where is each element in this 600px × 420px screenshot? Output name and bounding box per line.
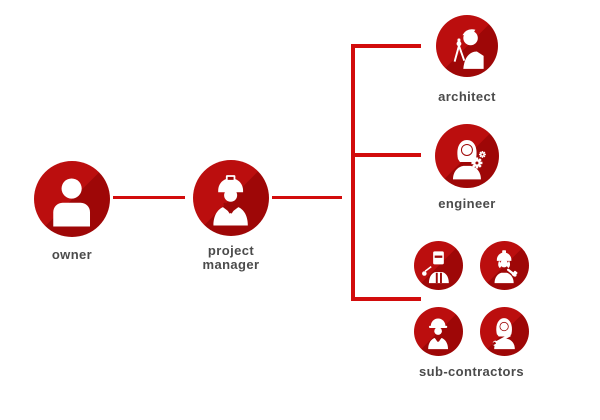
welder-icon [422, 251, 450, 284]
engineer-label: engineer [438, 196, 496, 211]
architect-label: architect [438, 89, 496, 104]
male-builder-icon [428, 318, 449, 350]
sub-contractor-male-builder-avatar [414, 307, 463, 356]
sub-contractors-grid [414, 241, 529, 356]
sub-contractor-female-builder-avatar [480, 241, 529, 290]
hardhat-manager-icon [213, 175, 249, 226]
engineer-avatar [435, 124, 499, 188]
connector-owner-pm [113, 196, 185, 199]
person-icon [53, 178, 91, 227]
female-builder-icon [494, 250, 518, 284]
node-architect: architect [407, 15, 527, 104]
node-sub-contractors: sub-contractors [414, 241, 529, 379]
node-owner: owner [12, 161, 132, 262]
sub-contractors-label: sub-contractors [419, 364, 524, 379]
connector-trunk-vertical [351, 44, 355, 301]
connector-pm-trunk [272, 196, 342, 199]
node-engineer: engineer [407, 124, 527, 211]
sub-contractor-female-mechanic-avatar [480, 307, 529, 356]
connector-branch-engineer [351, 153, 421, 157]
project-manager-label: project manager [202, 243, 260, 272]
female-mechanic-icon [492, 318, 516, 350]
connector-branch-architect [351, 44, 421, 48]
engineer-gears-icon [453, 140, 486, 180]
connector-branch-subcontractors [351, 297, 421, 301]
architect-compass-icon [453, 29, 484, 69]
owner-label: owner [51, 247, 93, 262]
sub-contractor-welder-avatar [414, 241, 463, 290]
owner-avatar [34, 161, 110, 237]
project-manager-avatar [193, 160, 269, 236]
architect-avatar [436, 15, 498, 77]
node-project-manager: project manager [171, 160, 291, 272]
